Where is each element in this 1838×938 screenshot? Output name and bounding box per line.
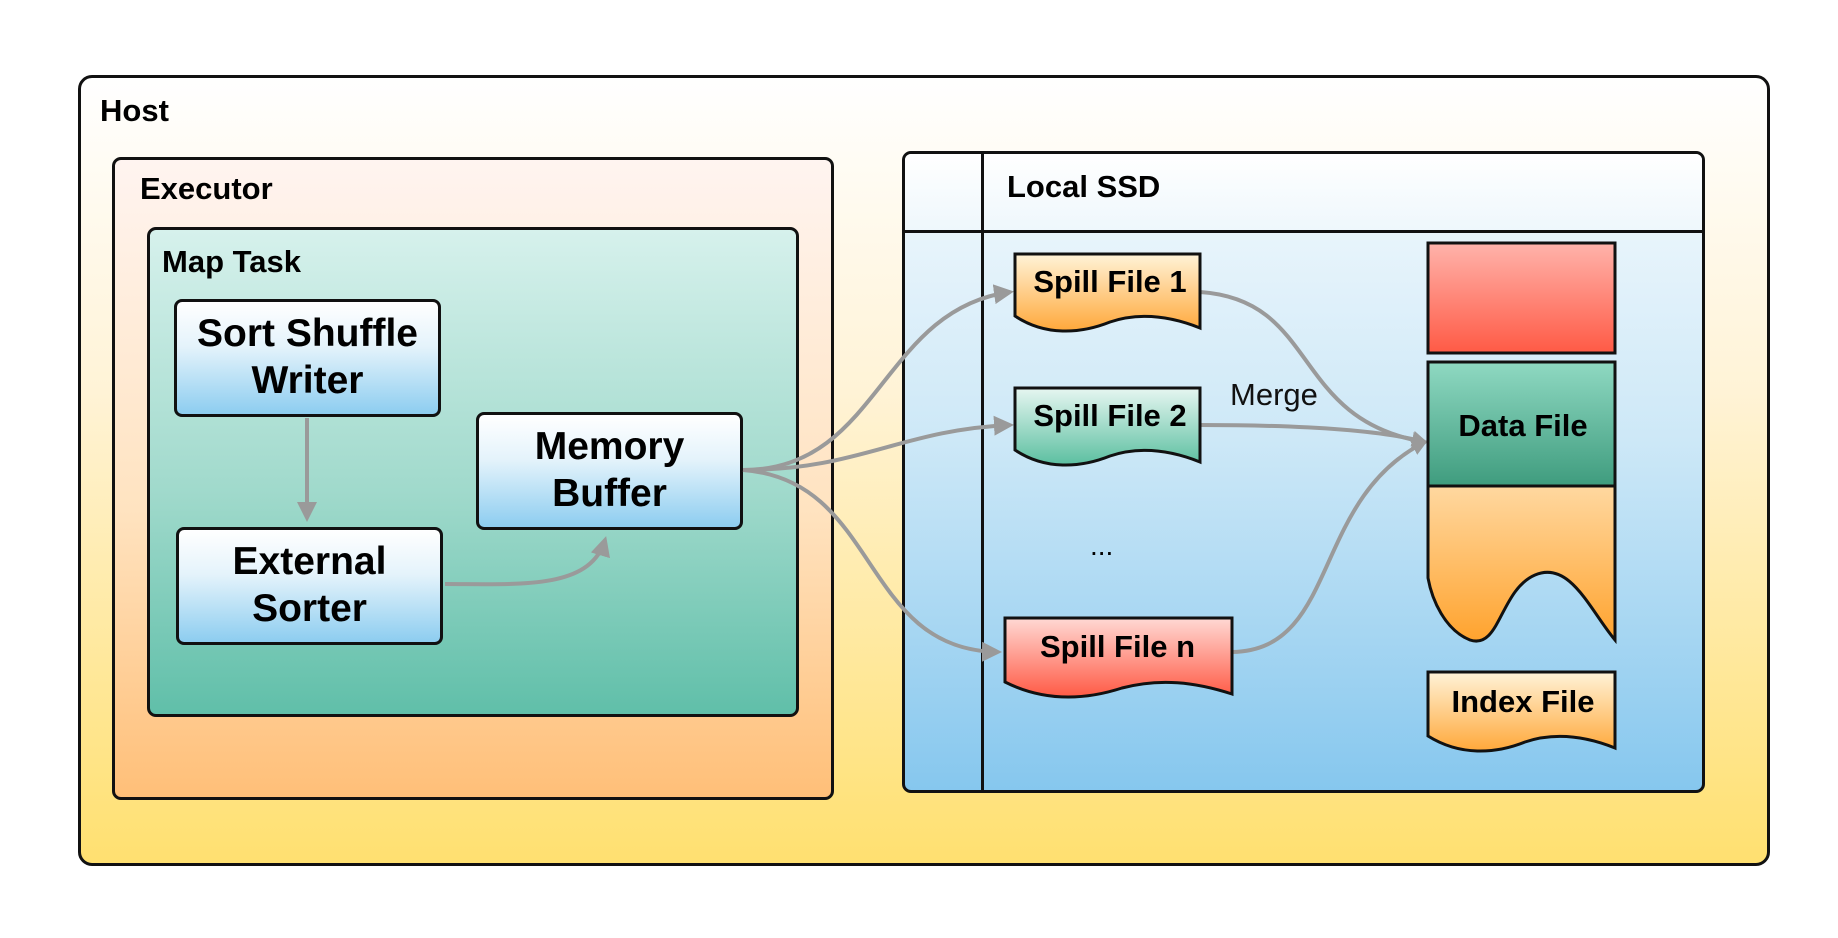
spill-file-1-label: Spill File 1 <box>1033 264 1187 299</box>
index-file-shape <box>1426 670 1617 753</box>
data-file-label: Data File <box>1458 408 1588 443</box>
spilln-merge-arrow <box>1231 440 1428 654</box>
sorter-to-buffer-arrow <box>444 536 610 587</box>
spill-file-1-shape <box>1013 252 1202 333</box>
data-file-orange-segment <box>1426 484 1617 645</box>
buffer-to-spill1-arrow <box>742 284 1014 472</box>
sort-shuffle-writer-box: Sort Shuffle Writer <box>174 299 441 417</box>
spill2-merge-arrow <box>1199 423 1429 447</box>
buffer-to-spilln-arrow <box>742 468 1002 662</box>
spill-file-n-label: Spill File n <box>1039 629 1195 664</box>
local-ssd-header-divider <box>905 230 1702 233</box>
local-ssd-header <box>905 154 1702 232</box>
data-file-red-segment <box>1426 241 1617 355</box>
external-sorter-label: External Sorter <box>232 540 387 630</box>
merge-label: Merge <box>1230 377 1318 412</box>
sort-shuffle-writer-label: Sort Shuffle Writer <box>197 312 418 402</box>
index-file-label: Index File <box>1451 684 1595 719</box>
spill-file-2-shape <box>1013 386 1202 467</box>
spill-file-n-shape <box>1003 616 1234 699</box>
more-spill-files-ellipsis: ... <box>1090 530 1114 561</box>
memory-buffer-label: Memory Buffer <box>534 425 685 515</box>
spill1-merge-arrow <box>1199 290 1429 448</box>
local-ssd-lane-divider <box>981 154 984 790</box>
host-title: Host <box>100 93 169 128</box>
local-ssd-title: Local SSD <box>1007 169 1161 204</box>
spill-file-2-label: Spill File 2 <box>1033 398 1187 433</box>
memory-buffer-box: Memory Buffer <box>476 412 743 530</box>
executor-title: Executor <box>140 171 273 206</box>
map-task-title: Map Task <box>162 244 301 279</box>
data-file-teal-segment <box>1426 360 1617 488</box>
external-sorter-box: External Sorter <box>176 527 443 645</box>
buffer-to-spill2-arrow <box>742 415 1014 472</box>
